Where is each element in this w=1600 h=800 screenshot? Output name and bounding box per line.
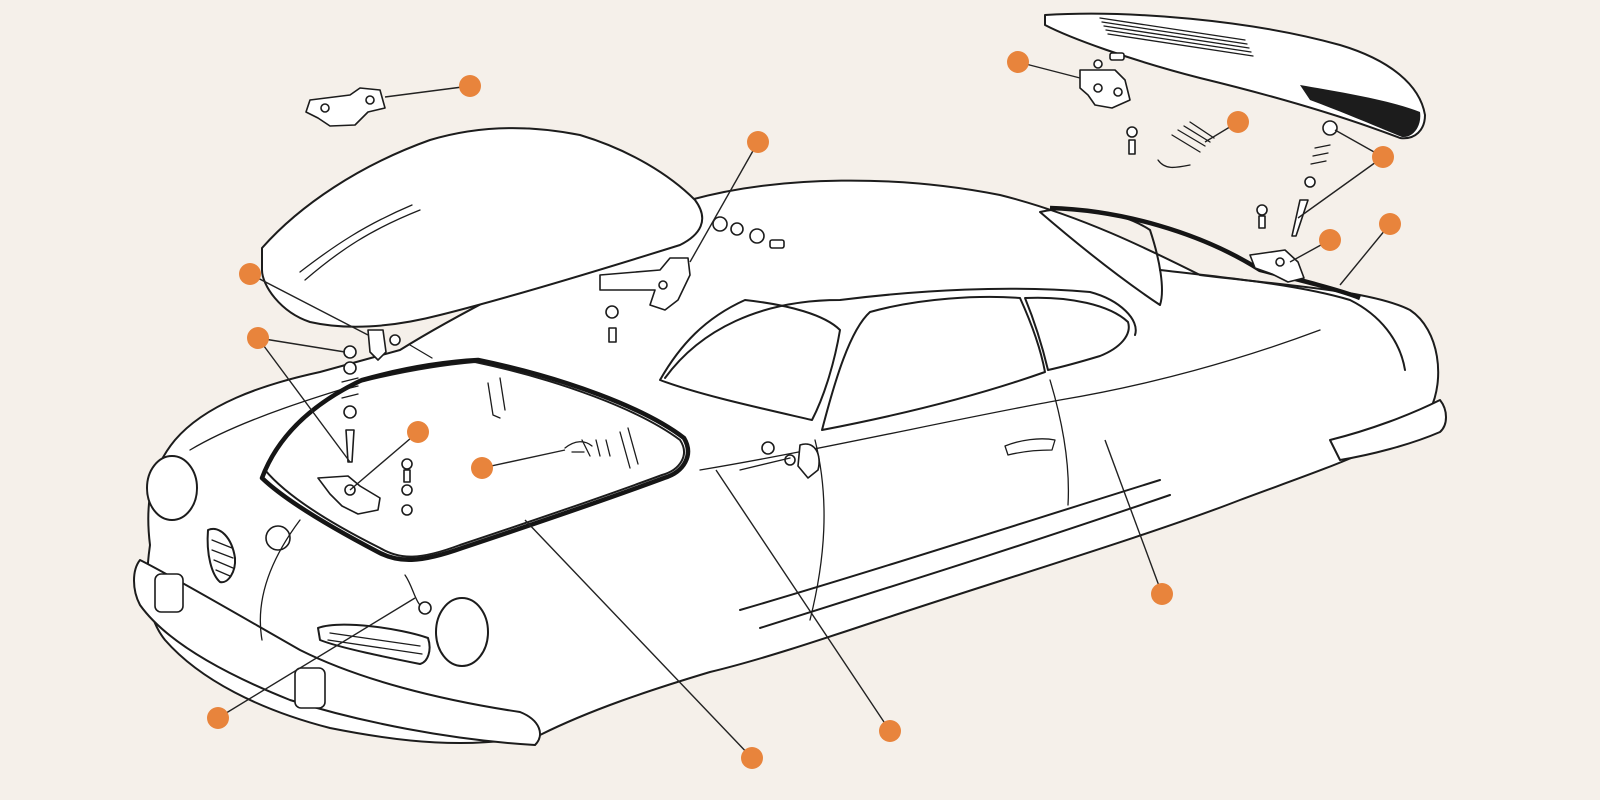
hinge-bolts-row xyxy=(712,216,785,249)
front-grille-left xyxy=(206,527,237,584)
rocker-line-lower xyxy=(759,494,1171,629)
hood-lock-bolts xyxy=(401,458,413,516)
front-grille-right xyxy=(317,623,431,665)
side-window-front xyxy=(821,295,1046,431)
callout-marker[interactable] xyxy=(247,327,269,349)
hood-hinge-left xyxy=(305,87,386,127)
bumper-overrider-left xyxy=(154,573,184,613)
hood-crease-2 xyxy=(299,204,413,273)
hood-buffer-spring xyxy=(341,345,359,463)
engine-lid-spring xyxy=(1157,121,1215,169)
front-bumper xyxy=(133,559,541,746)
rocker-line xyxy=(739,479,1161,611)
callout-marker[interactable] xyxy=(1319,229,1341,251)
headlight-left xyxy=(146,455,198,521)
callout-marker[interactable] xyxy=(1227,111,1249,133)
hood-release-cable xyxy=(404,574,432,615)
bumper-overrider-right xyxy=(294,667,326,709)
engine-lid-underside xyxy=(1300,85,1421,138)
engine-lid-bolts xyxy=(1126,126,1138,155)
hood-crease xyxy=(304,209,421,281)
callout-marker[interactable] xyxy=(407,421,429,443)
nose-crease xyxy=(259,519,301,641)
rear-deck-edge xyxy=(1159,269,1406,371)
callout-marker[interactable] xyxy=(1379,213,1401,235)
hood-release-handle xyxy=(739,441,820,479)
callout-marker[interactable] xyxy=(239,263,261,285)
engine-lid-louvres xyxy=(1099,17,1254,57)
hinge-washer-bolt xyxy=(605,305,619,343)
trunk-interior-bracket xyxy=(487,377,639,469)
door-handle xyxy=(1004,438,1056,456)
engine-lid-hinge xyxy=(1079,52,1131,109)
callout-marker[interactable] xyxy=(1007,51,1029,73)
windshield xyxy=(659,299,841,421)
callout-marker[interactable] xyxy=(747,131,769,153)
engine-lid xyxy=(1044,12,1426,140)
roof-line xyxy=(664,287,1137,379)
headlight-right xyxy=(435,597,489,667)
callout-marker[interactable] xyxy=(471,457,493,479)
callout-marker[interactable] xyxy=(1151,583,1173,605)
rear-lid-seal xyxy=(1049,205,1361,301)
hood-release-spring xyxy=(564,439,611,457)
hood-seal xyxy=(259,357,691,562)
front-hood xyxy=(261,127,704,328)
hood-hinge-right xyxy=(599,257,691,311)
hood-support-bracket xyxy=(367,329,433,361)
rear-bumper xyxy=(1329,399,1447,461)
callout-marker[interactable] xyxy=(879,720,901,742)
callout-marker[interactable] xyxy=(741,747,763,769)
callout-markers xyxy=(207,51,1401,769)
side-window-rear xyxy=(1024,296,1130,371)
callout-marker[interactable] xyxy=(459,75,481,97)
engine-lid-lock xyxy=(1249,204,1305,283)
front-hood-panel xyxy=(261,127,704,328)
engine-lid-buffers xyxy=(1291,120,1338,237)
callout-marker[interactable] xyxy=(1372,146,1394,168)
callout-marker[interactable] xyxy=(207,707,229,729)
vw-emblem xyxy=(265,525,291,551)
